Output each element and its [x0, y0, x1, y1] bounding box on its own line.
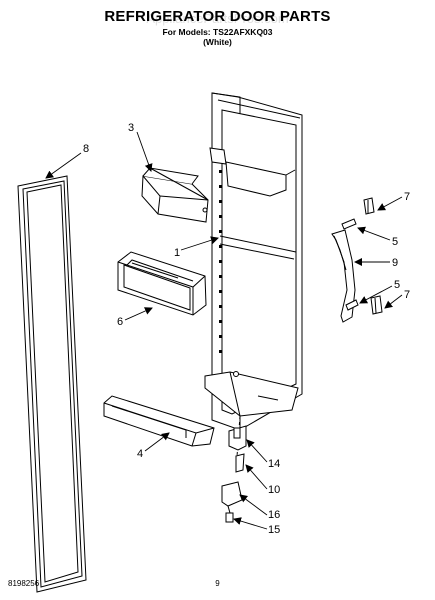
callout-5-bottom: 5 — [394, 279, 400, 291]
callout-1: 1 — [174, 247, 180, 259]
callout-8: 8 — [83, 143, 89, 155]
lower-door-bar — [103, 395, 215, 447]
callout-14: 14 — [268, 458, 280, 470]
callout-5-top: 5 — [392, 236, 398, 248]
callout-7-bottom: 7 — [404, 289, 410, 301]
callout-3: 3 — [128, 122, 134, 134]
door-handle — [331, 229, 356, 323]
door-gasket — [17, 175, 87, 593]
callout-10: 10 — [268, 484, 280, 496]
callout-15: 15 — [268, 524, 280, 536]
watermark-text: AppliancePartsPros.com — [146, 11, 289, 26]
document-number: 8198256 — [8, 579, 40, 588]
door-liner — [204, 92, 303, 431]
handle-screws — [341, 218, 359, 311]
leader-lines — [45, 131, 403, 530]
dairy-compartment — [141, 167, 209, 223]
page-title: REFRIGERATOR DOOR PARTS — [104, 8, 331, 25]
page-number: 9 — [215, 579, 220, 588]
callout-4: 4 — [137, 448, 143, 460]
trim-caps — [363, 197, 383, 315]
callout-9: 9 — [392, 257, 398, 269]
callout-7-top: 7 — [404, 191, 410, 203]
color-line: (White) — [203, 37, 232, 47]
callout-6: 6 — [117, 316, 123, 328]
callout-16: 16 — [268, 509, 280, 521]
door-bin — [117, 251, 207, 316]
models-line: For Models: TS22AFXKQ03 — [162, 27, 273, 37]
hinge-assembly — [221, 415, 247, 523]
